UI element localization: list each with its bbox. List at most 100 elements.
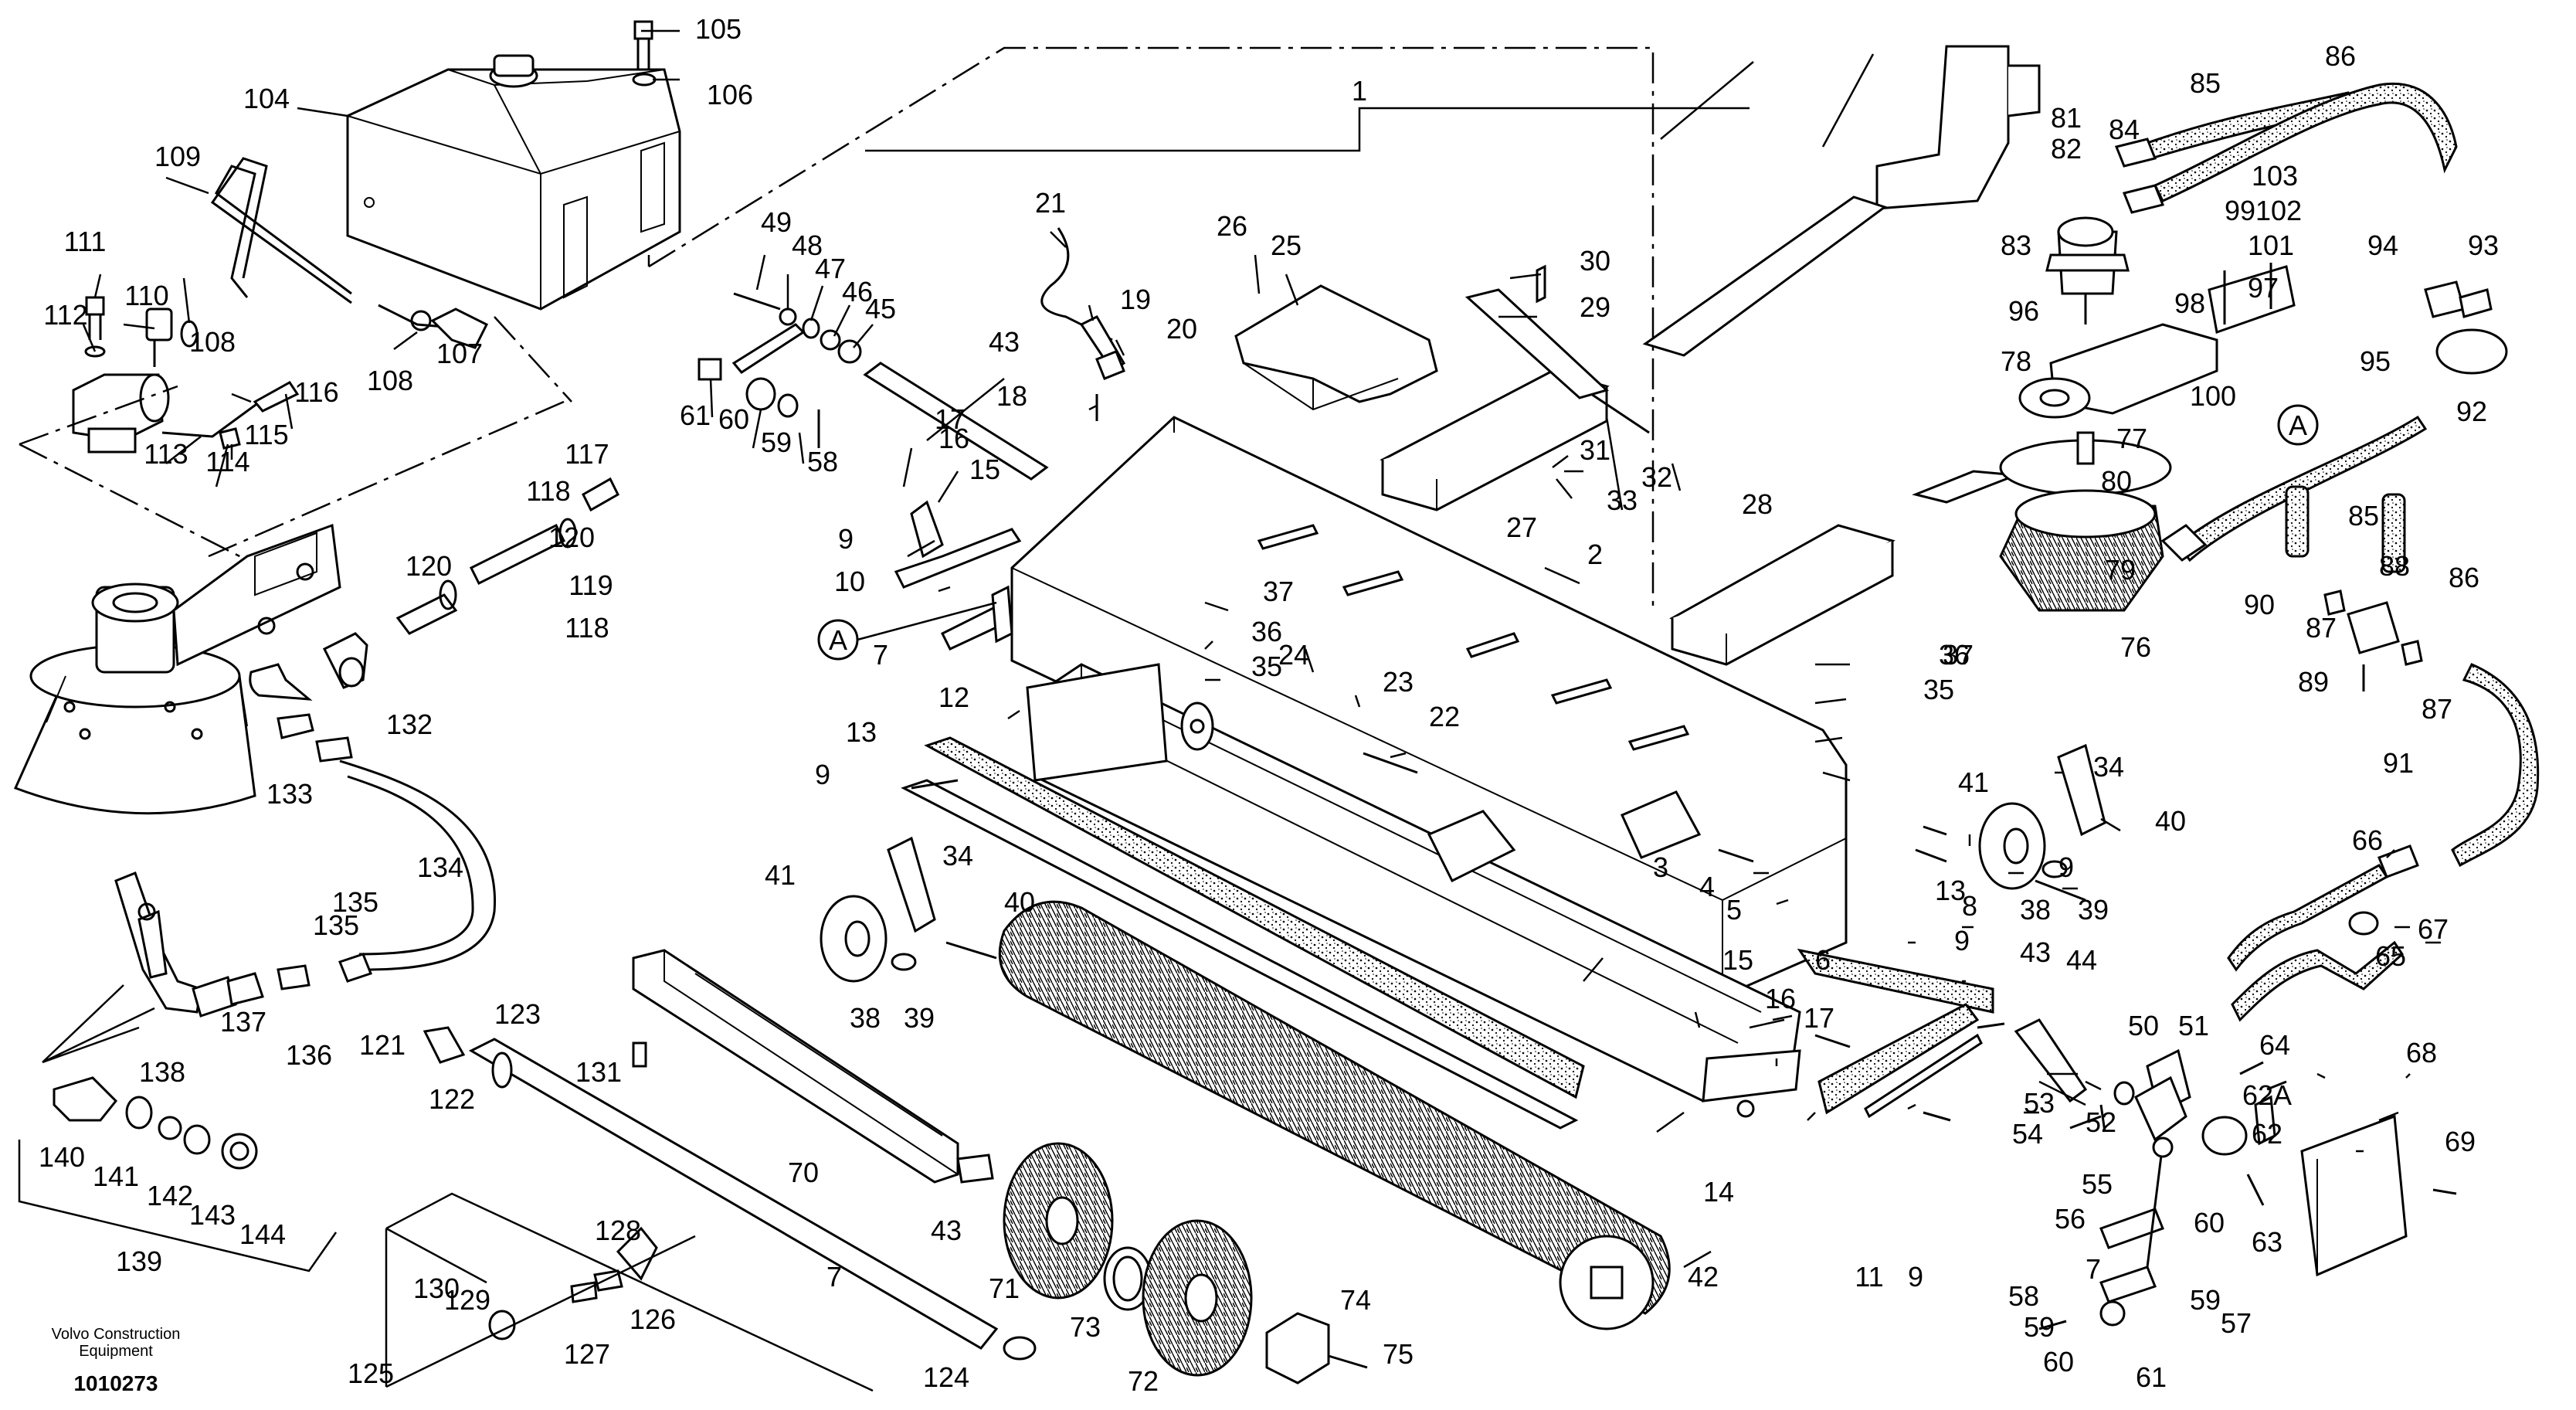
main-brush xyxy=(998,900,1671,1330)
part-label: 118 xyxy=(526,475,570,507)
part-label: 41 xyxy=(1958,766,1989,798)
part-label: 126 xyxy=(630,1303,676,1335)
hose-134 xyxy=(338,759,496,983)
part-label: 36 xyxy=(1939,639,1970,671)
part-label: 58 xyxy=(2008,1280,2039,1312)
part-label: 42 xyxy=(1688,1261,1719,1293)
part-label: 84 xyxy=(2109,114,2140,145)
part-label: 134 xyxy=(417,851,463,883)
part-label: 68 xyxy=(2406,1037,2437,1069)
part-label: 1 xyxy=(1352,75,1367,107)
part-label: 70 xyxy=(788,1157,819,1188)
bracket-51 xyxy=(2069,1075,2187,1327)
part-label: 122 xyxy=(429,1083,475,1115)
part-label: 94 xyxy=(2367,229,2398,261)
spray-tube-123 xyxy=(423,1026,1037,1361)
part-label: 61 xyxy=(680,399,711,431)
part-label: 86 xyxy=(2449,562,2479,593)
part-label: 62A xyxy=(2242,1079,2292,1111)
part-label: 39 xyxy=(904,1002,935,1034)
part-label: 8 xyxy=(1962,890,1977,922)
part-label: 106 xyxy=(707,79,753,110)
part-label: 18 xyxy=(996,380,1027,412)
part-label: 135 xyxy=(313,909,359,941)
part-label: 40 xyxy=(2155,805,2186,837)
part-label: 20 xyxy=(1166,313,1197,345)
part-label: 83 xyxy=(2001,229,2031,261)
part-label: 136 xyxy=(286,1039,332,1071)
part-label: 32 xyxy=(1641,461,1672,493)
part-label: 85 xyxy=(2190,67,2221,99)
hardware-45-61 xyxy=(697,292,862,448)
part-label: 25 xyxy=(1271,229,1302,261)
part-label: 76 xyxy=(2120,631,2151,663)
part-label: 33 xyxy=(1607,484,1638,516)
part-label: 2 xyxy=(1587,539,1603,570)
part-label: 117 xyxy=(565,438,609,470)
part-label: 140 xyxy=(39,1141,85,1173)
part-label: 16 xyxy=(938,423,969,454)
part-label: 137 xyxy=(220,1006,266,1038)
top-panels xyxy=(1380,369,1896,666)
hose-91 xyxy=(2451,663,2540,868)
caster-wheel-right xyxy=(1978,743,2106,890)
part-label: 15 xyxy=(1722,944,1753,976)
part-label: 135 xyxy=(332,886,378,918)
part-label: 50 xyxy=(2128,1010,2159,1041)
part-label: 62 xyxy=(2252,1118,2282,1150)
assembly-outline xyxy=(647,46,1875,610)
part-label: 7 xyxy=(826,1261,842,1293)
part-label: 55 xyxy=(2082,1168,2113,1200)
hoses-85-86 xyxy=(2114,83,2458,573)
part-label: 17 xyxy=(1804,1002,1834,1034)
part-label: 92 xyxy=(2456,396,2487,427)
part-label: 54 xyxy=(2012,1118,2043,1150)
part-label: 96 xyxy=(2008,295,2039,327)
part-label: 38 xyxy=(850,1002,881,1034)
part-label: 95 xyxy=(2360,345,2391,377)
part-label: 128 xyxy=(595,1215,641,1246)
part-label: 59 xyxy=(2024,1311,2055,1343)
part-label: 132 xyxy=(386,708,433,740)
part-label: 7 xyxy=(873,639,888,671)
part-label: 100 xyxy=(2190,380,2236,412)
clamp-92-94 xyxy=(2424,280,2508,375)
misc-bolts xyxy=(911,752,2086,1330)
part-label: 116 xyxy=(294,376,338,408)
part-label: 64 xyxy=(2259,1029,2290,1061)
part-label: 79 xyxy=(2105,554,2136,586)
part-label: 133 xyxy=(266,778,313,810)
fittings-140-144 xyxy=(18,984,338,1272)
part-label: 101 xyxy=(2248,229,2294,261)
part-label: 52 xyxy=(2086,1106,2116,1138)
part-label: 71 xyxy=(989,1272,1020,1304)
part-label: 81 xyxy=(2051,102,2082,134)
part-label: 24 xyxy=(1278,639,1309,671)
part-label: 108 xyxy=(367,365,413,396)
part-label: 31 xyxy=(1580,434,1610,466)
part-label: 59 xyxy=(761,426,792,458)
part-label: 97 xyxy=(2248,272,2279,304)
part-label: 61 xyxy=(2136,1361,2167,1393)
tank-drain-hose xyxy=(210,157,489,349)
part-label: 44 xyxy=(2066,944,2097,976)
part-label: 86 xyxy=(2325,40,2356,72)
part-label: 45 xyxy=(865,293,896,324)
part-label: 28 xyxy=(1742,488,1773,520)
part-label: 113 xyxy=(144,438,188,470)
part-label: 85 xyxy=(2348,500,2379,532)
part-label: 144 xyxy=(239,1218,286,1250)
part-label: 82 xyxy=(2051,133,2082,165)
part-label: 38 xyxy=(2020,894,2051,926)
part-label: 139 xyxy=(116,1245,162,1277)
figure-id: 1010273 xyxy=(73,1371,158,1395)
part-label: 3 xyxy=(1653,851,1668,883)
part-label: 65 xyxy=(2375,940,2406,972)
part-label: 91 xyxy=(2383,747,2414,779)
part-label: 7 xyxy=(2086,1253,2101,1285)
part-label: 12 xyxy=(938,681,969,713)
part-label: 115 xyxy=(244,419,288,450)
